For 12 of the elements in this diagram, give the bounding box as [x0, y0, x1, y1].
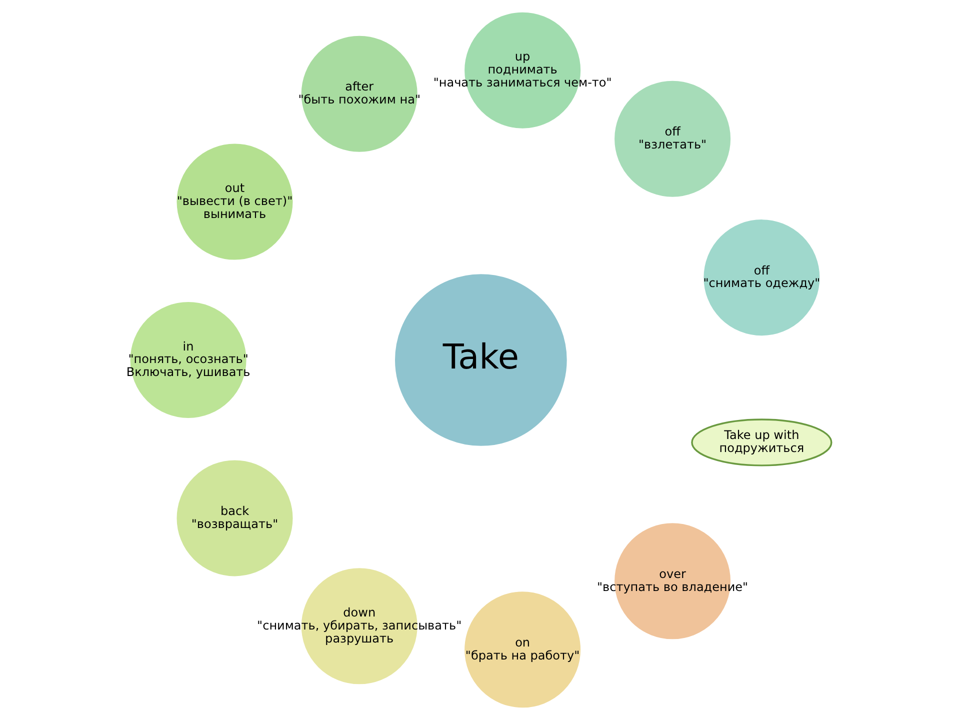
node-label: "начать заниматься чем-то" [432, 75, 612, 90]
node-circle: on "брать на работу" [462, 590, 582, 710]
node-circle: in "понять, осознать" Включать, ушивать [128, 300, 248, 420]
node-circle: off "снимать одежду" [701, 218, 821, 338]
node-circle: back "возвращать" [174, 458, 294, 578]
node-circle: off "взлетать" [612, 79, 732, 199]
node-ellipse: Take up with подружиться [690, 418, 832, 466]
node-label: "вступать во владение" [596, 580, 748, 594]
node-circle: after "быть похожим на" [299, 34, 419, 154]
node-label: "снимать, убирать, записывать" [256, 618, 462, 632]
node-circle: out "вывести (в свет)" вынимать [174, 142, 294, 262]
node-circle: Take [392, 272, 568, 448]
